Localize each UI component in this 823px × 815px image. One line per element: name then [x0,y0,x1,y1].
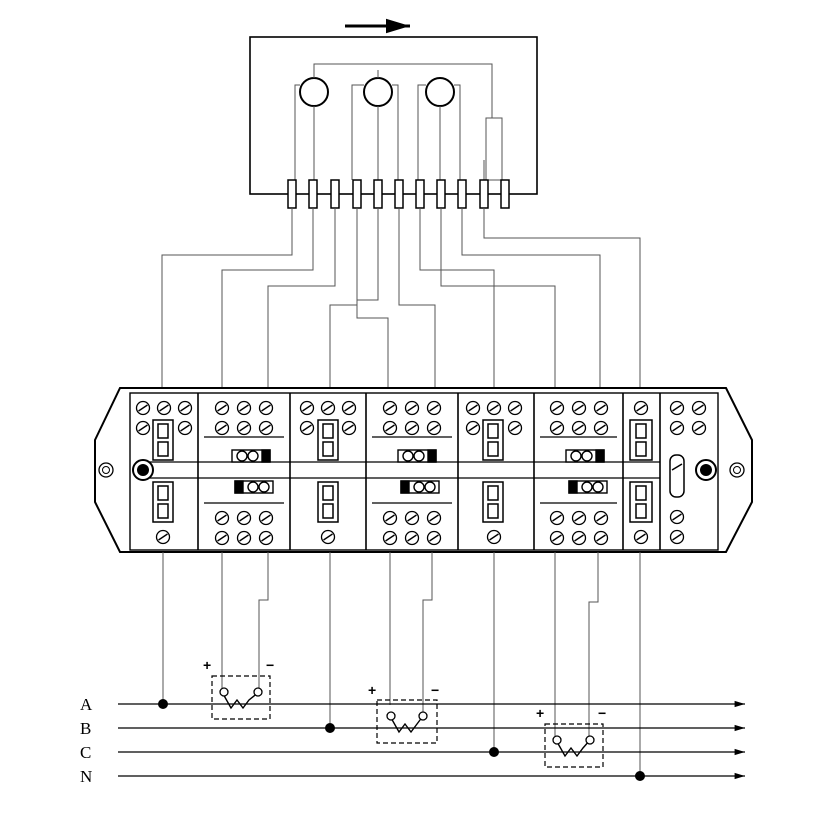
current-transformer-b: + − [368,682,439,744]
current-transformer-a: + − [203,657,274,720]
junction-dot-b [325,723,335,733]
phase-label-c: C [80,743,91,762]
phase-label-a: A [80,695,93,714]
current-transformer-c: + − [536,705,606,768]
phase-lines: A B C N [80,695,745,786]
voltage-link-b [317,419,339,523]
meter-current-coil-a [299,77,329,107]
meter-current-coil-b [363,77,393,107]
ct-c-plus-label: + [536,705,544,721]
current-link-c [565,449,608,494]
junction-dot-n [635,771,645,781]
mounting-hole-right [729,462,745,478]
meter-box [249,18,538,209]
current-link-a [231,449,274,494]
ct-a-plus-label: + [203,657,211,673]
current-link-b [397,449,440,494]
block-to-line-wires [162,552,641,776]
meter-current-coil-c [425,77,455,107]
voltage-link-c [482,419,504,523]
ct-a-minus-label: − [266,657,274,673]
phase-label-b: B [80,719,91,738]
meter-to-block-wires [161,208,641,388]
ct-b-minus-label: − [431,682,439,698]
voltage-link-n [629,419,653,523]
voltage-link-a [152,419,174,523]
terminal-block [94,387,753,553]
phase-label-n: N [80,767,92,786]
ct-b-plus-label: + [368,682,376,698]
mounting-hole-left [98,462,114,478]
junction-dot-c [489,747,499,757]
junction-dot-a [158,699,168,709]
ct-c-minus-label: − [598,705,606,721]
neutral-link [669,454,685,498]
